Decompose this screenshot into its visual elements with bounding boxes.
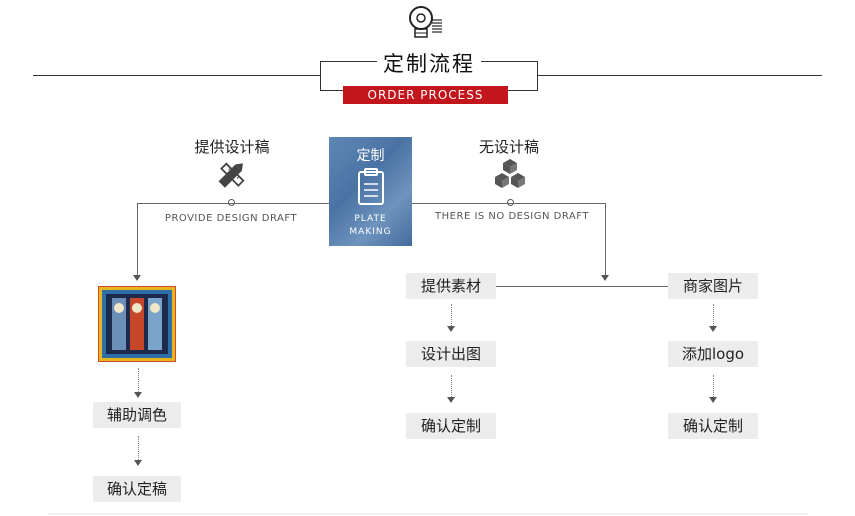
option-b-step-3: 确认定制 bbox=[668, 413, 758, 439]
option-a-arrow-2 bbox=[447, 397, 455, 403]
plate-subtitle-line1: PLATE bbox=[354, 214, 387, 224]
artwork-image bbox=[98, 286, 176, 362]
option-b-dash-2 bbox=[713, 375, 714, 399]
option-b-arrow-2 bbox=[709, 397, 717, 403]
plate-making-card: 定制 PLATE MAKING bbox=[329, 137, 412, 246]
header-icon bbox=[402, 4, 444, 42]
header-rule-left bbox=[33, 75, 320, 76]
right-connector-h bbox=[412, 203, 606, 204]
right-branch-label: 无设计稿 bbox=[478, 138, 539, 156]
clipboard-icon bbox=[358, 168, 384, 205]
right-connector-v bbox=[605, 203, 606, 275]
option-a-step-2: 设计出图 bbox=[406, 341, 496, 367]
left-connector-h bbox=[137, 203, 329, 204]
left-branch-subtitle: PROVIDE DESIGN DRAFT bbox=[164, 213, 298, 224]
lightbulb-gear-icon bbox=[409, 6, 442, 38]
page-title-text: 定制流程 bbox=[377, 52, 481, 76]
option-a-arrow-1 bbox=[447, 326, 455, 332]
left-connector-v bbox=[137, 203, 138, 275]
left-branch-label: 提供设计稿 bbox=[194, 138, 270, 156]
left-branch-node bbox=[228, 199, 235, 206]
plate-subtitle-line2: MAKING bbox=[349, 227, 392, 237]
left-step-dash-2 bbox=[138, 436, 139, 462]
left-arrow bbox=[133, 275, 141, 281]
left-step-dash-1 bbox=[138, 368, 139, 394]
page-subtitle: ORDER PROCESS bbox=[343, 86, 508, 104]
option-a-dash-2 bbox=[451, 375, 452, 399]
header-rule-right bbox=[538, 75, 822, 76]
option-a-step-3: 确认定制 bbox=[406, 413, 496, 439]
left-step-1: 辅助调色 bbox=[93, 402, 181, 428]
pencil-ruler-icon bbox=[218, 162, 245, 188]
option-b-arrow-1 bbox=[709, 326, 717, 332]
options-connector bbox=[496, 286, 668, 287]
cubes-icon bbox=[495, 159, 525, 188]
right-branch-subtitle: THERE IS NO DESIGN DRAFT bbox=[435, 211, 589, 222]
right-branch-node bbox=[507, 199, 514, 206]
plate-title: 定制 bbox=[356, 148, 385, 164]
left-step-2: 确认定稿 bbox=[93, 476, 181, 502]
page-title: 定制流程 bbox=[320, 48, 538, 78]
right-arrow bbox=[601, 275, 609, 281]
option-a-dash-1 bbox=[451, 304, 452, 328]
design-draft-image bbox=[98, 286, 176, 362]
bottom-divider bbox=[48, 513, 808, 515]
plate-subtitle: PLATE MAKING bbox=[329, 213, 412, 239]
option-b-step-1: 商家图片 bbox=[668, 273, 758, 299]
option-a-step-1: 提供素材 bbox=[406, 273, 496, 299]
left-step-arrow-2 bbox=[134, 460, 142, 466]
left-step-arrow-1 bbox=[134, 392, 142, 398]
option-b-step-2: 添加logo bbox=[668, 341, 758, 367]
option-b-dash-1 bbox=[713, 304, 714, 328]
